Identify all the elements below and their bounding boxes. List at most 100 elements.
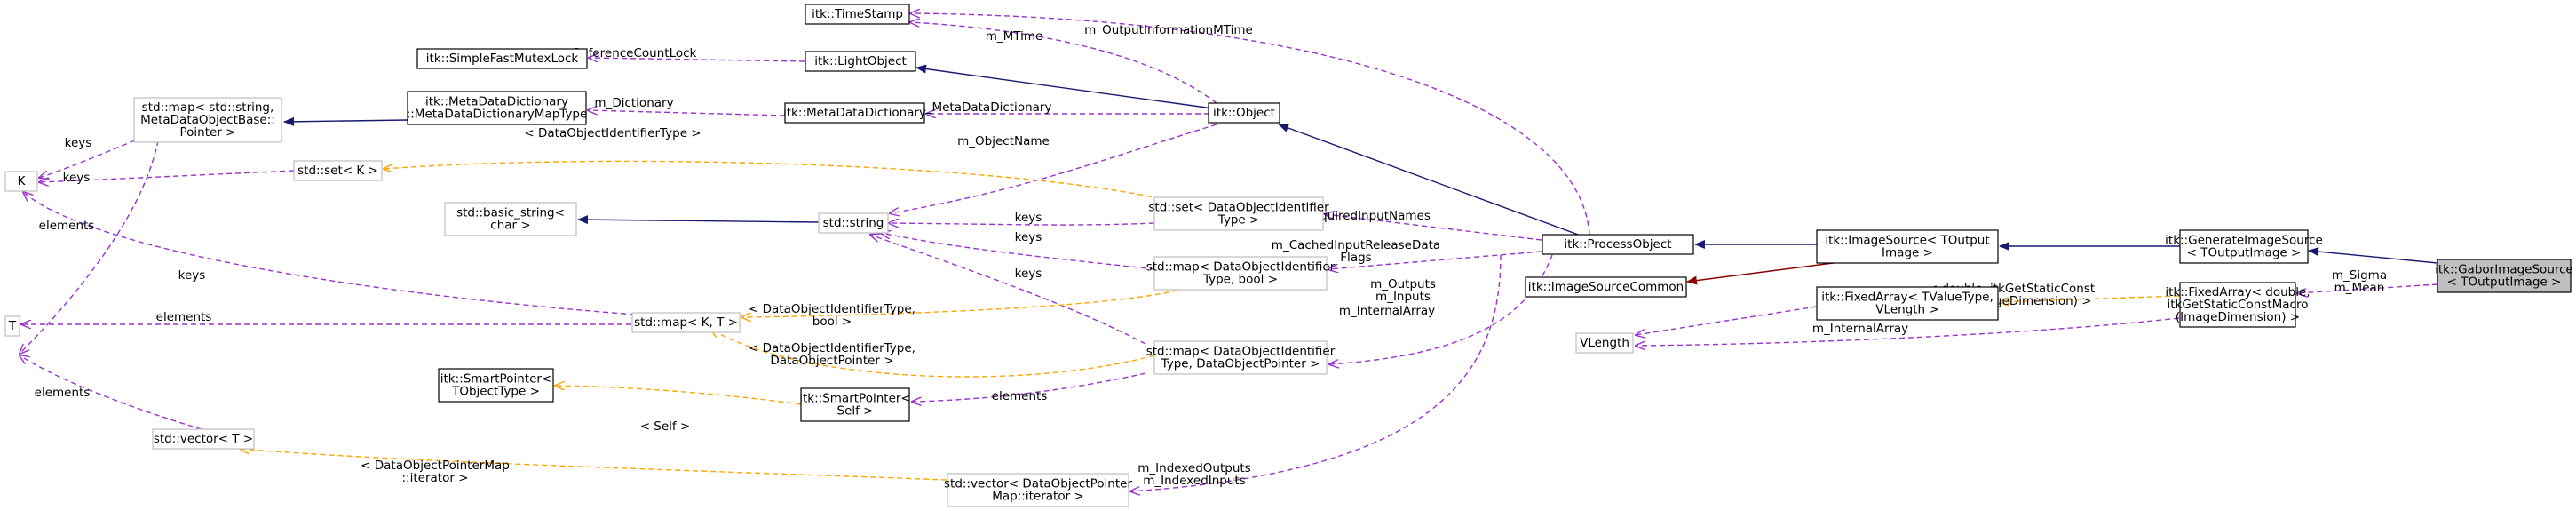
edge-label-line: keys xyxy=(1015,211,1042,225)
node-box xyxy=(805,4,910,25)
node-stdstring[interactable]: std::string xyxy=(818,212,889,234)
node-stdvector-dataobjectpointermap[interactable]: std::vector< DataObjectPointerMap::itera… xyxy=(944,473,1132,507)
node-label-line: char > xyxy=(490,219,530,233)
node-label-line: Type, DataObjectPointer > xyxy=(1161,357,1320,371)
edge-label-line: ::iterator > xyxy=(402,471,469,485)
edge-label-line: m_ObjectName xyxy=(957,134,1050,148)
node-label-line: std::map< DataObjectIdentifier xyxy=(1146,345,1336,359)
node-label-line: MetaDataObjectBase:: xyxy=(140,113,275,127)
edge-label-line: keys xyxy=(65,136,92,150)
edge-processobject-to-mapbool xyxy=(1328,251,1542,269)
node-label-line: std::vector< DataObjectPointer xyxy=(944,477,1132,491)
label-m-objectname: m_ObjectName xyxy=(957,134,1050,148)
node-smartpointer-self[interactable]: itk::SmartPointer<Self > xyxy=(799,387,911,422)
edge-label-line: Flags xyxy=(1340,251,1371,265)
node-fixedarray-tvaluetype[interactable]: itk::FixedArray< TValueType,VLength > xyxy=(1816,286,1999,321)
edge-label-line: < DataObjectIdentifierType, xyxy=(749,302,915,316)
node-metadatadictionary[interactable]: itk::MetaDataDictionary xyxy=(783,102,926,124)
node-processobject[interactable]: itk::ProcessObject xyxy=(1542,234,1694,255)
node-label-line: itk::FixedArray< double, xyxy=(2165,285,2310,299)
node-label-line: std::map< DataObjectIdentifier xyxy=(1146,260,1336,275)
edge-label-line: < DataObjectPointerMap xyxy=(361,459,510,473)
label-elements-smartptr: elements xyxy=(992,389,1048,403)
label-m-mtime: m_MTime xyxy=(986,29,1043,44)
edge-vectordop-to-vectort xyxy=(240,449,947,481)
edge-label-line: keys xyxy=(178,268,206,283)
node-imagesourcecommon[interactable]: itk::ImageSourceCommon xyxy=(1525,276,1687,298)
node-label-line: itk::MetaDataDictionary xyxy=(425,95,568,109)
node-label-line: < TOutputImage > xyxy=(2447,275,2562,290)
node-label-line: < TOutputImage > xyxy=(2187,246,2302,260)
node-stdset-dataobjectidentifiertype[interactable]: std::set< DataObjectIdentifierType > xyxy=(1148,196,1329,231)
node-vlength[interactable]: VLength xyxy=(1575,332,1634,354)
edge-label-line: m_IndexedOutputs xyxy=(1137,461,1250,475)
node-label-line: std::set< DataObjectIdentifier xyxy=(1148,201,1329,215)
node-stdmap-string-metadataobjectbase[interactable]: std::map< std::string,MetaDataObjectBase… xyxy=(133,97,282,143)
edge-stdmapstring-to-t xyxy=(20,140,159,354)
node-simplefastmutexlock[interactable]: itk::SimpleFastMutexLock xyxy=(416,48,588,69)
node-gaborimagesource[interactable]: itk::GaborImageSource< TOutputImage > xyxy=(2435,259,2573,293)
edge-gabor-to-fixedarraydouble xyxy=(2297,283,2438,293)
node-box xyxy=(818,212,889,234)
edge-object-to-stdstring xyxy=(890,124,1217,213)
edge-label-line: DataObjectPointer > xyxy=(770,354,893,368)
edge-object-to-lightobject xyxy=(915,64,1214,109)
edge-processobject-to-object xyxy=(1278,124,1581,236)
node-metadatadictionary-maptype[interactable]: itk::MetaDataDictionary::MetaDataDiction… xyxy=(407,91,588,125)
node-fixedarray-double[interactable]: itk::FixedArray< double,itkGetStaticCons… xyxy=(2165,282,2310,328)
edge-mdd-to-mddmaptype xyxy=(588,110,786,116)
edge-mddmaptype-to-stdmap xyxy=(283,116,408,126)
node-t[interactable]: T xyxy=(4,315,20,337)
node-label-line: std::basic_string< xyxy=(456,206,565,220)
node-label-line: itk::SmartPointer< xyxy=(440,372,551,387)
node-stdset-k[interactable]: std::set< K > xyxy=(293,160,383,181)
node-label-line: itk::LightObject xyxy=(814,54,907,68)
label-m-metadatadictionary: m_MetaDataDictionary xyxy=(915,100,1052,115)
node-basic-string[interactable]: std::basic_string<char > xyxy=(444,202,577,236)
node-object[interactable]: itk::Object xyxy=(1208,102,1280,124)
node-label-line: Pointer > xyxy=(180,125,236,140)
node-timestamp[interactable]: itk::TimeStamp xyxy=(805,4,910,25)
node-stdmap-dataobjectidentifiertype-bool[interactable]: std::map< DataObjectIdentifierType, bool… xyxy=(1146,256,1336,291)
node-box xyxy=(1153,196,1324,231)
edge-label-line: bool > xyxy=(812,315,852,329)
edge-label-line: m_MetaDataDictionary xyxy=(915,100,1052,115)
node-stdmap-dataobjectidentifiertype-pointer[interactable]: std::map< DataObjectIdentifierType, Data… xyxy=(1146,340,1336,375)
node-lightobject[interactable]: itk::LightObject xyxy=(805,51,916,72)
node-label-line: Type, bool > xyxy=(1202,273,1278,287)
node-label-line: Map::iterator > xyxy=(992,490,1083,504)
edge-label-line: m_Sigma xyxy=(2332,268,2387,283)
node-stdmap-k-t[interactable]: std::map< K, T > xyxy=(631,312,741,333)
edge-stdsetdoit-to-stdsetk xyxy=(384,160,1204,211)
node-label-line: Type > xyxy=(1217,213,1260,228)
label-keys-mapkt-k: keys xyxy=(178,268,206,283)
node-generateimagesource[interactable]: itk::GenerateImageSource< TOutputImage > xyxy=(2165,229,2323,264)
node-box xyxy=(2437,259,2572,293)
node-stdvector-t[interactable]: std::vector< T > xyxy=(152,428,255,450)
edge-label-line: m_IndexedInputs xyxy=(1143,474,1246,488)
label-m-outputinformationmtime: m_OutputInformationMTime xyxy=(1084,23,1253,37)
node-k[interactable]: K xyxy=(4,171,38,192)
edge-label-line: m_Inputs xyxy=(1375,290,1431,304)
label-doit-bool: < DataObjectIdentifierType,bool > xyxy=(749,302,915,329)
edge-mapptr-to-smartptrself xyxy=(912,372,1146,402)
node-label-line: itk::Object xyxy=(1213,106,1275,120)
node-smartpointer-tobjecttype[interactable]: itk::SmartPointer<TObjectType > xyxy=(438,368,554,403)
node-imagesource[interactable]: itk::ImageSource< TOutputImage > xyxy=(1816,229,1999,264)
edge-label-line: m_Dictionary xyxy=(594,96,673,110)
edge-label-line: keys xyxy=(1015,230,1042,244)
edge-label-line: m_OutputInformationMTime xyxy=(1084,23,1253,37)
label-elements-mapkt-t: elements xyxy=(156,310,212,324)
node-label-line: TObjectType > xyxy=(451,385,540,399)
label-doit-ptr: < DataObjectIdentifierType,DataObjectPoi… xyxy=(749,341,915,368)
node-label-line: K xyxy=(18,174,27,188)
node-label-line: std::vector< T > xyxy=(154,432,253,446)
label-m-internalarray-1: m_InternalArray xyxy=(1339,304,1435,318)
node-box xyxy=(631,312,741,333)
label-doit-type: < DataObjectIdentifierType > xyxy=(524,126,701,140)
node-label-line: itk::FixedArray< TValueType, xyxy=(1821,291,1993,305)
